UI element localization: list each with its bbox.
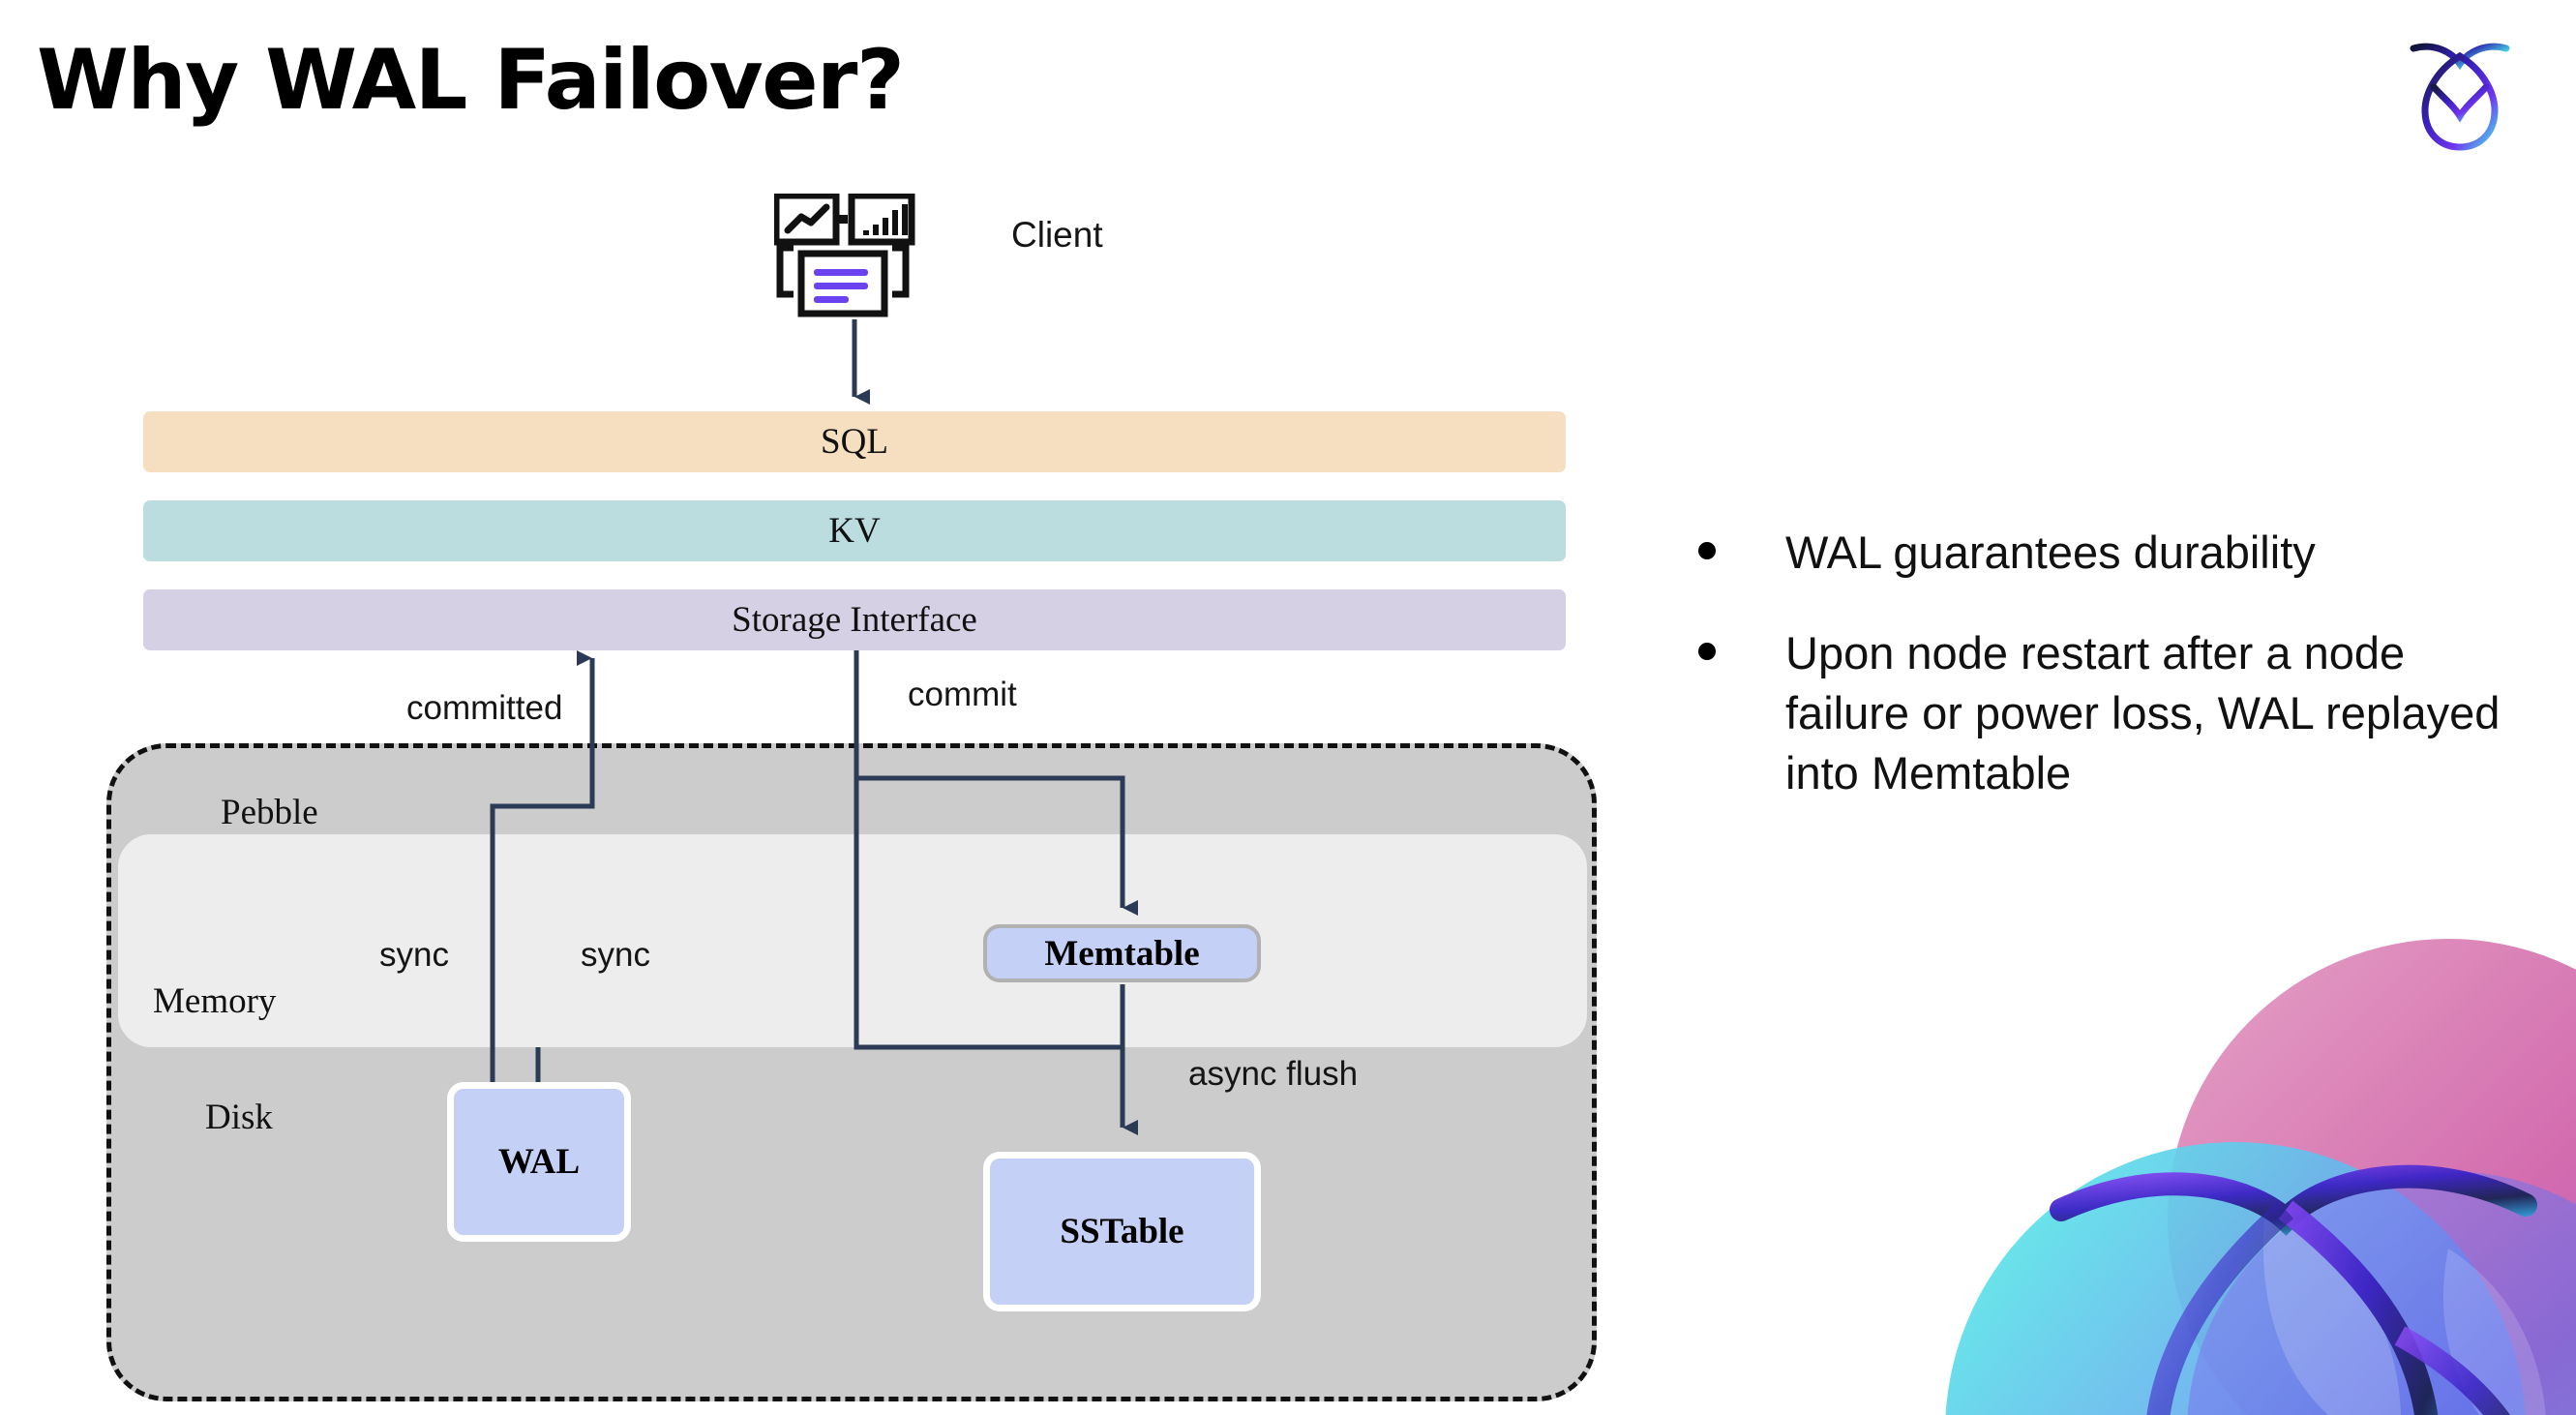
edge-label-committed: committed	[406, 689, 563, 727]
edge-label-async-flush: async flush	[1188, 1055, 1359, 1093]
node-wal-label: WAL	[497, 1142, 581, 1182]
edge-label-sync-right: sync	[581, 936, 650, 974]
bullet-text: WAL guarantees durability	[1785, 527, 2316, 578]
decorative-gradient-circles-icon	[1945, 929, 2576, 1415]
layer-label-sql: SQL	[821, 422, 888, 462]
layer-label-kv: KV	[828, 511, 881, 551]
client-dashboard-icon	[772, 192, 924, 329]
architecture-diagram: Client SQL KV Storage Interface Pebble M…	[106, 192, 1597, 1401]
bullet-dot-icon	[1698, 643, 1716, 661]
node-sstable[interactable]: SSTable	[983, 1152, 1261, 1311]
client-label: Client	[1011, 215, 1103, 255]
bullet-list: WAL guarantees durability Upon node rest…	[1698, 523, 2531, 844]
pebble-label: Pebble	[221, 793, 318, 832]
page-title: Why WAL Failover?	[37, 32, 905, 129]
node-memtable-label: Memtable	[1044, 933, 1200, 974]
node-wal[interactable]: WAL	[447, 1082, 631, 1242]
node-memtable[interactable]: Memtable	[983, 924, 1261, 982]
cockroach-logo-icon	[2402, 27, 2518, 153]
layer-bar-kv: KV	[143, 500, 1566, 561]
edge-label-sync-left: sync	[379, 936, 449, 974]
disk-label: Disk	[205, 1098, 273, 1137]
edge-label-commit: commit	[908, 676, 1017, 713]
list-item: Upon node restart after a node failure o…	[1698, 623, 2531, 803]
list-item: WAL guarantees durability	[1698, 523, 2531, 583]
bullet-dot-icon	[1698, 542, 1716, 559]
layer-bar-storage-interface: Storage Interface	[143, 589, 1566, 650]
memory-region	[118, 834, 1587, 1047]
memory-label: Memory	[153, 981, 277, 1021]
bullet-text: Upon node restart after a node failure o…	[1785, 627, 2501, 799]
node-sstable-label: SSTable	[1060, 1212, 1184, 1251]
layer-label-storage-interface: Storage Interface	[732, 600, 977, 640]
layer-bar-sql: SQL	[143, 411, 1566, 472]
